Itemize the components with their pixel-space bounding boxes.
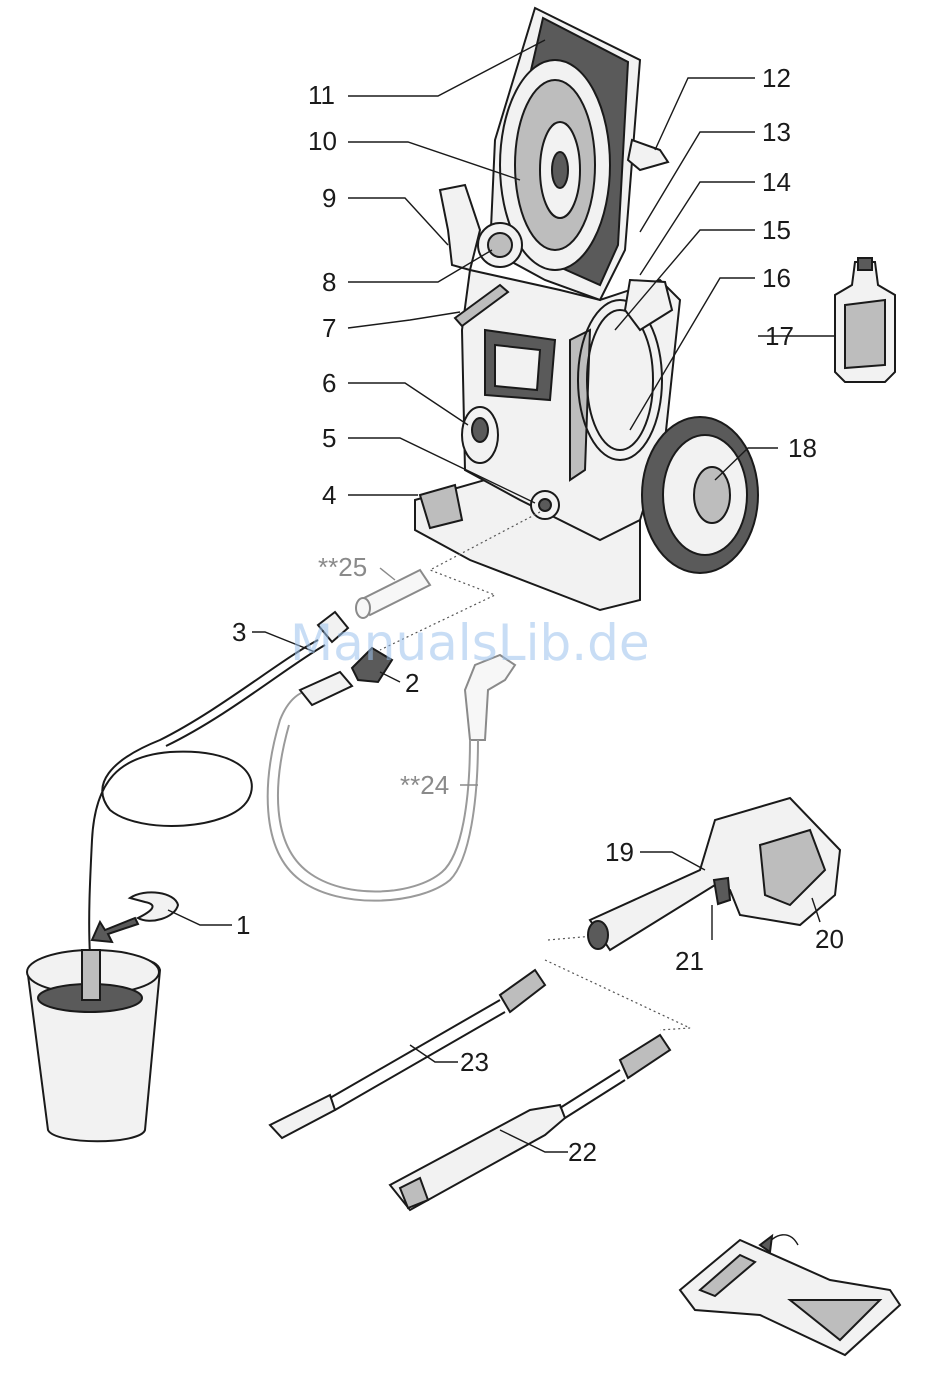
dirt-blaster-lance — [270, 970, 545, 1138]
label-13: 13 — [762, 117, 791, 147]
spray-gun — [588, 798, 840, 950]
label-18: 18 — [788, 433, 817, 463]
label-4: 4 — [322, 480, 336, 510]
label-3: 3 — [232, 617, 246, 647]
label-12: 12 — [762, 63, 791, 93]
label-11: 11 — [308, 80, 335, 110]
label-25: **25 — [318, 552, 367, 582]
label-21: 21 — [675, 946, 704, 976]
label-10: 10 — [308, 126, 337, 156]
label-17: 17 — [765, 321, 794, 351]
label-7: 7 — [322, 313, 336, 343]
label-14: 14 — [762, 167, 791, 197]
detergent-bottle — [835, 258, 895, 382]
label-22: 22 — [568, 1137, 597, 1167]
vario-power-lance — [390, 1035, 670, 1210]
label-2: 2 — [405, 668, 419, 698]
label-5: 5 — [322, 423, 336, 453]
label-6: 6 — [322, 368, 336, 398]
label-19: 19 — [605, 837, 634, 867]
label-15: 15 — [762, 215, 791, 245]
pressure-washer-body — [415, 8, 758, 610]
label-24: **24 — [400, 770, 449, 800]
watermark: ManualsLib.de — [290, 614, 650, 672]
label-8: 8 — [322, 267, 336, 297]
label-1: 1 — [236, 910, 250, 940]
manual-icon — [680, 1235, 900, 1355]
label-20: 20 — [815, 924, 844, 954]
label-9: 9 — [322, 183, 336, 213]
label-16: 16 — [762, 263, 791, 293]
water-bucket — [27, 950, 160, 1141]
label-23: 23 — [460, 1047, 489, 1077]
hose-filter — [92, 892, 178, 942]
